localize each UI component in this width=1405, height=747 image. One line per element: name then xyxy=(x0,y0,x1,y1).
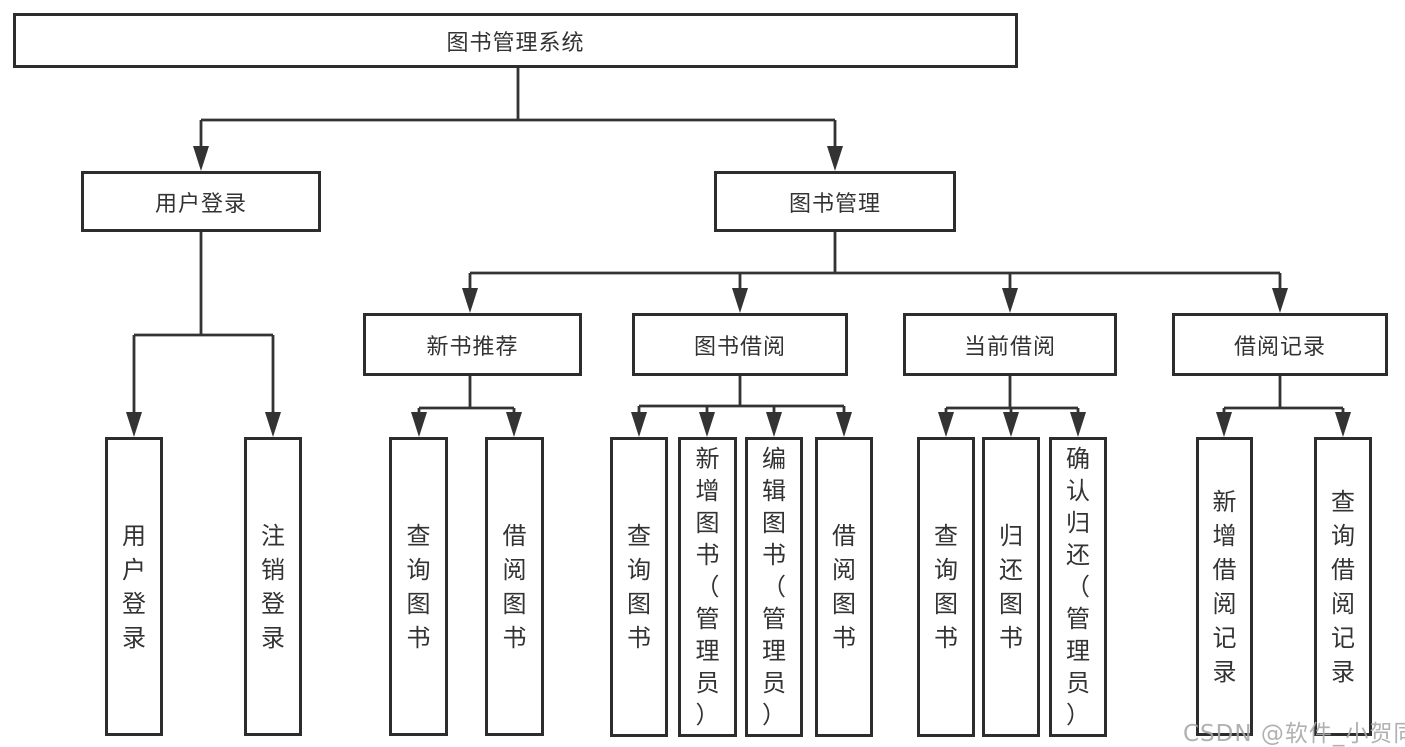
leaf-return-books: 归还图书 xyxy=(982,437,1040,737)
node-current-borrow: 当前借阅 xyxy=(903,313,1117,376)
leaf-borrow-books-recommend: 借阅图书 xyxy=(485,437,544,736)
leaf-label: 查询图书 xyxy=(933,522,958,652)
leaf-logout: 注销登录 xyxy=(244,437,302,736)
leaf-label: 查询图书 xyxy=(406,521,431,652)
leaf-label: 新增借阅记录 xyxy=(1212,487,1237,686)
node-book-management: 图书管理 xyxy=(714,171,956,232)
leaf-query-books-borrow: 查询图书 xyxy=(610,437,668,737)
leaf-label: 查询图书 xyxy=(626,522,651,652)
tree-edges xyxy=(132,68,1345,420)
leaf-user-login: 用户登录 xyxy=(105,437,163,736)
node-new-book-recommend: 新书推荐 xyxy=(363,313,582,376)
watermark: CSDN @软件_小贺同学 xyxy=(1183,721,1405,747)
leaf-borrow-books: 借阅图书 xyxy=(815,437,873,737)
leaf-label: 查询借阅记录 xyxy=(1330,487,1355,686)
node-user-login: 用户登录 xyxy=(81,171,321,232)
leaf-confirm-return-admin: 确认归还（管理员） xyxy=(1049,437,1107,737)
leaf-query-books-current: 查询图书 xyxy=(917,437,975,737)
leaf-label: 注销登录 xyxy=(260,521,285,652)
leaf-label: 编辑图书（管理员） xyxy=(761,445,786,729)
node-borrow-records: 借阅记录 xyxy=(1172,313,1388,376)
node-root-library-system: 图书管理系统 xyxy=(13,13,1018,68)
leaf-add-book-admin: 新增图书（管理员） xyxy=(678,437,737,737)
leaf-label: 借阅图书 xyxy=(831,522,856,652)
leaf-label: 借阅图书 xyxy=(502,521,527,652)
node-book-borrow: 图书借阅 xyxy=(632,313,848,376)
leaf-label: 归还图书 xyxy=(998,522,1023,652)
arrowheads xyxy=(126,146,1351,437)
leaf-label: 确认归还（管理员） xyxy=(1065,445,1090,729)
leaf-edit-book-admin: 编辑图书（管理员） xyxy=(745,437,803,737)
leaf-label: 新增图书（管理员） xyxy=(695,445,720,729)
leaf-query-borrow-record: 查询借阅记录 xyxy=(1314,437,1372,736)
leaf-add-borrow-record: 新增借阅记录 xyxy=(1196,437,1253,736)
leaf-label: 用户登录 xyxy=(121,521,146,652)
leaf-query-books-recommend: 查询图书 xyxy=(389,437,448,736)
